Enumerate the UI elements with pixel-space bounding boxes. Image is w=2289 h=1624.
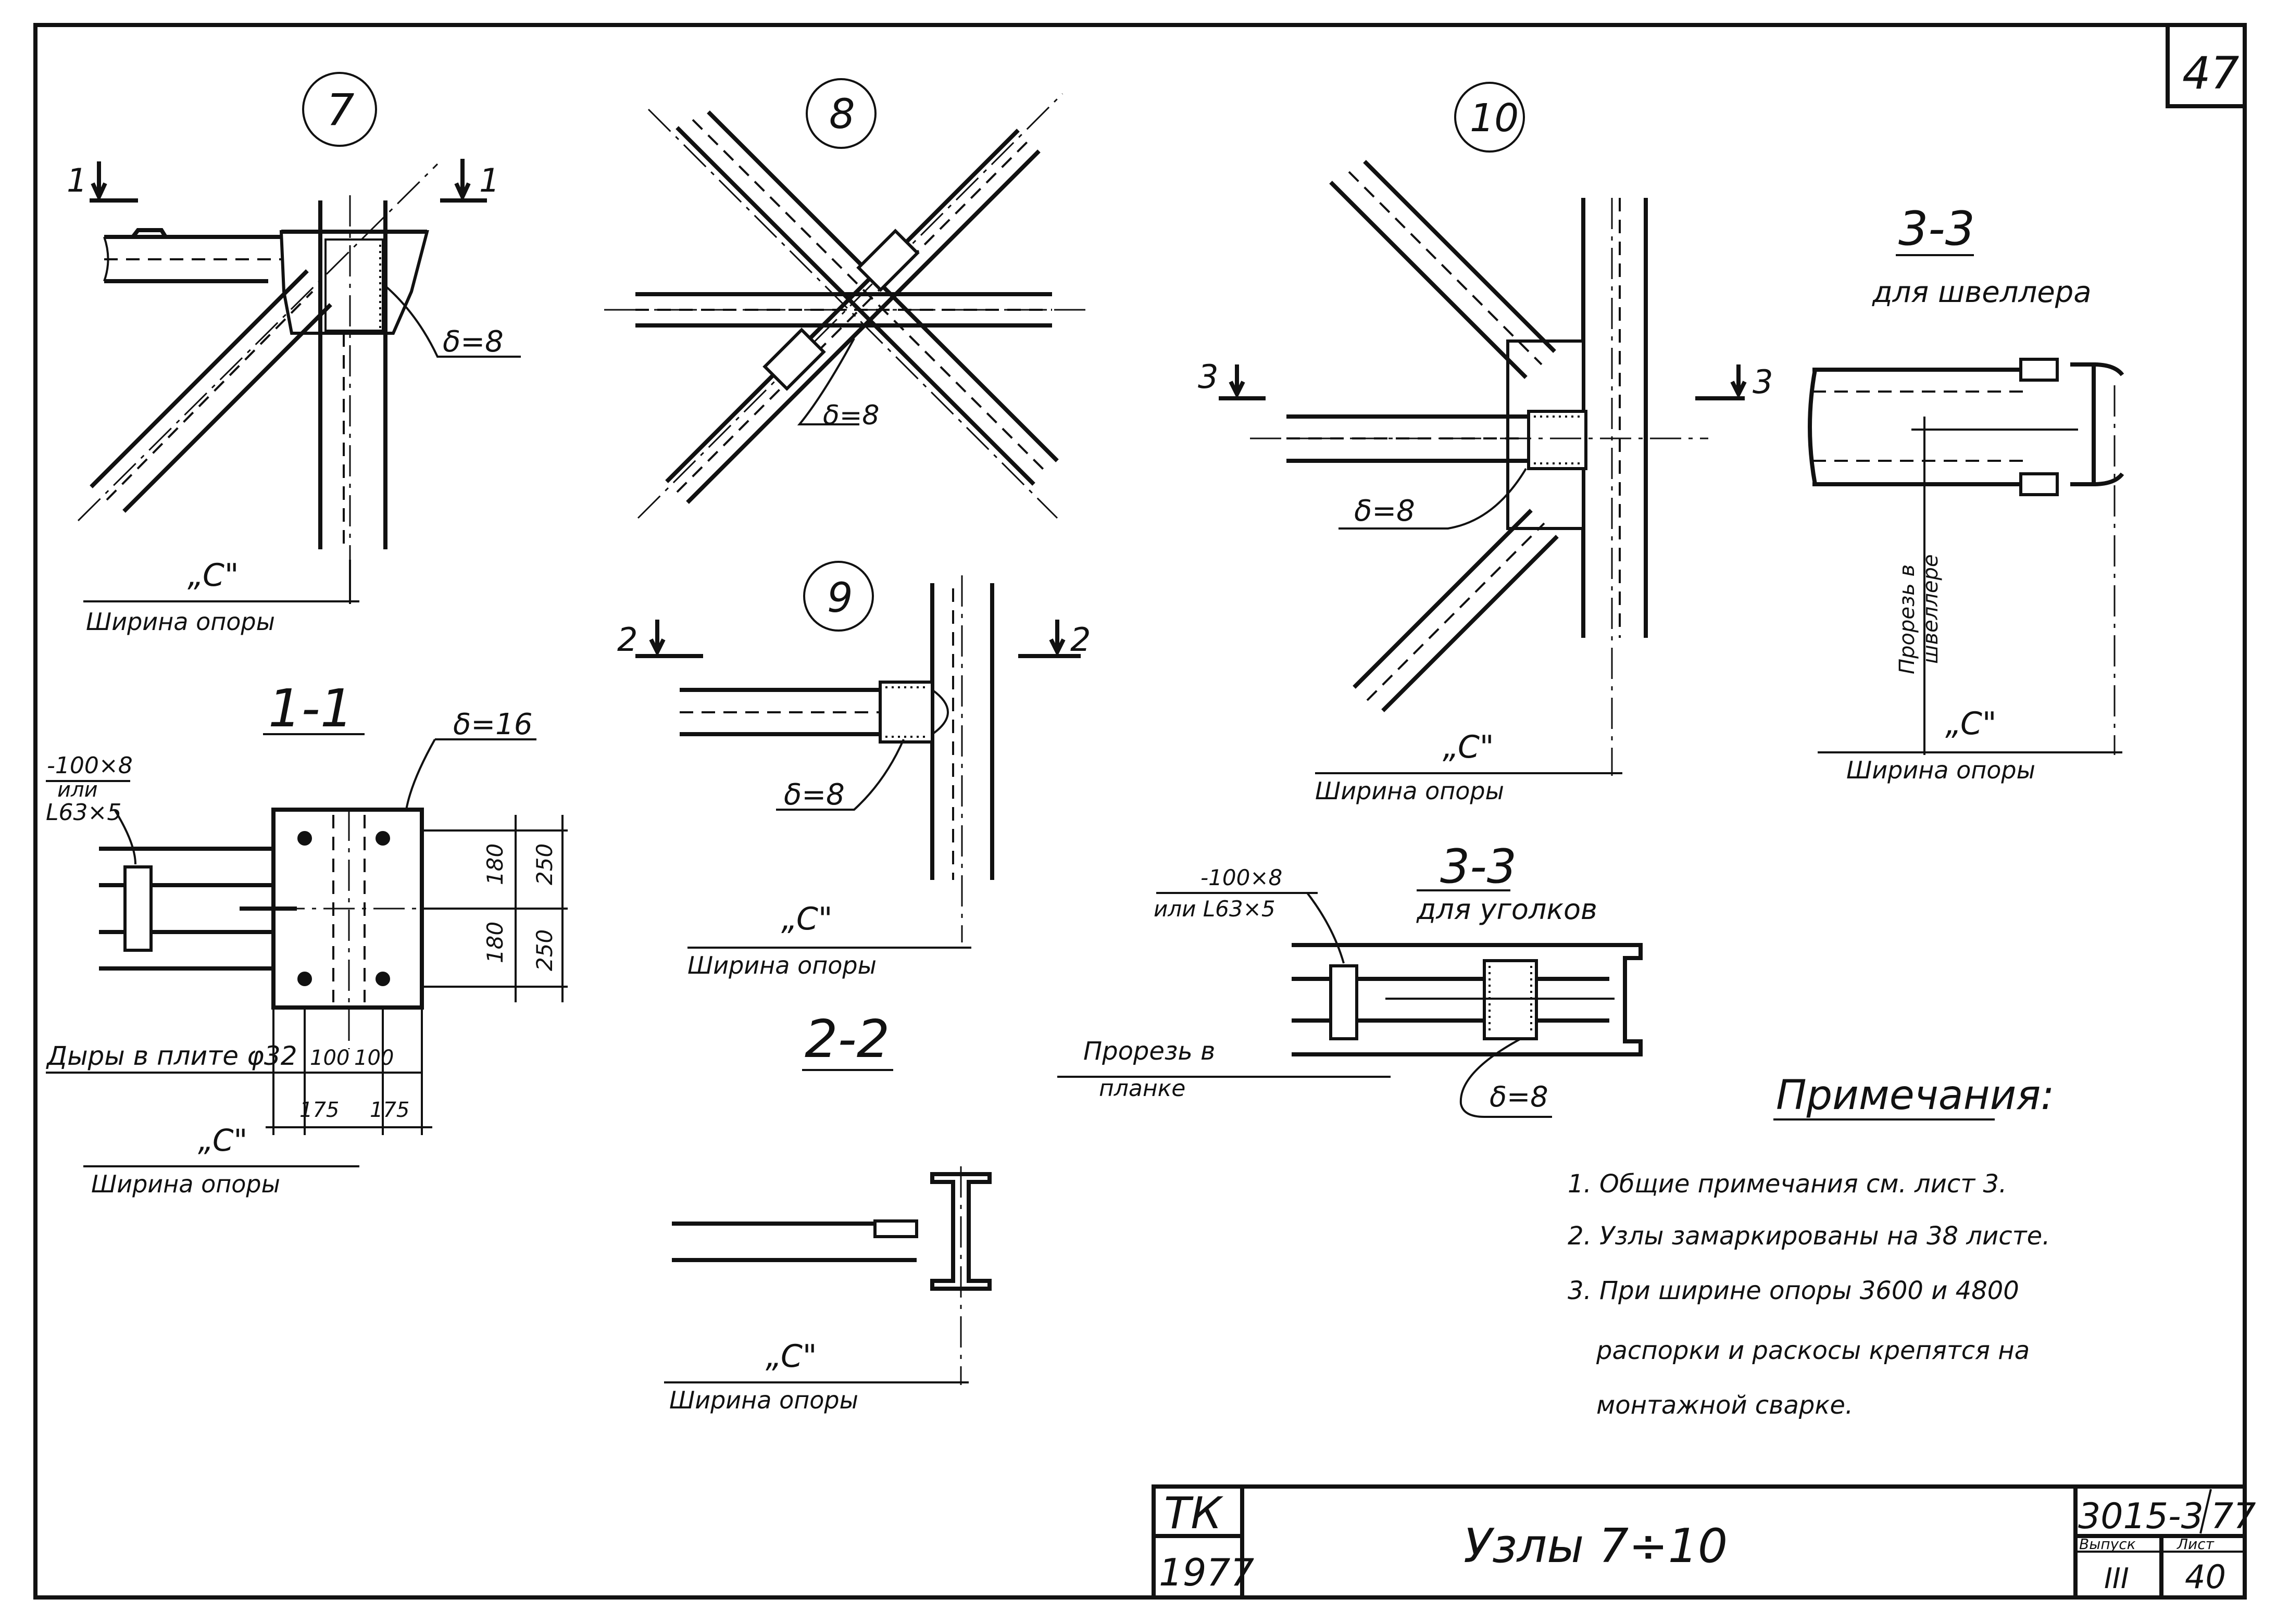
dim-180-top: 180 [482,844,508,885]
note-item-2: 2. Узлы замаркированы на 38 листе. [1568,1222,2050,1251]
node-8-weld-label: δ=8 [823,400,879,431]
section-mark-1-left: 1 [67,161,138,203]
title-block-issue: III [2104,1562,2129,1595]
notes-title: Примечания: [1776,1072,2054,1119]
section-3-3-angles-title: 3-3 [1440,839,1517,894]
section-1-1-title: 1-1 [268,678,353,739]
node-7: 7 1 1 [67,72,521,636]
title-block-series-year: 77 [2211,1496,2256,1537]
section-mark-2-left: 2 [617,620,703,659]
note-item-3: 3. При ширине опоры 3600 и 4800 [1568,1276,2019,1305]
node-9: 9 2 2 δ=8 „C" Ширина опоры [617,561,1091,979]
sheet-number-box [2166,23,2247,108]
node-10-circle [1454,82,1525,153]
node-7-weld-label: δ=8 [443,325,504,359]
node-7-label: 7 [327,84,354,135]
node-10-label: 10 [1470,96,1519,141]
title-block: ТК 1977 Узлы 7÷10 3015-3 77 Выпуск Лист … [1152,1484,2256,1600]
section-1-1-plate-thickness: δ=16 [453,708,532,741]
node-9-label: 9 [827,575,853,622]
section-1-1-member-a: -100×8 [47,752,133,779]
plate-hole [376,831,390,846]
node-8-label: 8 [829,91,855,138]
node-7-c-mark: „C" [187,557,239,594]
section-3-3-channel-slot-note-2: швеллере [1919,554,1943,664]
sheet-number: 47 [2182,47,2239,99]
section-3-3-channel-c-mark: „C" [1945,706,1996,742]
dim-175-a: 175 [299,1098,339,1122]
section-3-3-angles-subtitle: для уголков [1416,893,1597,926]
section-mark-2-right: 2 [1018,620,1091,659]
svg-text:3: 3 [1753,363,1773,401]
node-10: 10 3 3 [1198,82,1773,805]
section-3-3-angles-weld: δ=8 [1490,1080,1548,1113]
node-7-support-width: Ширина опоры [86,608,275,636]
section-mark-3-right: 3 [1695,363,1773,401]
dim-175-b: 175 [370,1098,409,1122]
node-7-circle [302,72,377,147]
dim-180-bottom: 180 [482,922,508,963]
title-block-title: Узлы 7÷10 [1464,1519,1728,1573]
svg-text:1: 1 [479,161,499,199]
node-9-weld-label: δ=8 [784,778,845,812]
node-9-support-width: Ширина опоры [687,951,877,979]
node-10-weld-label: δ=8 [1354,494,1415,528]
section-mark-3-left: 3 [1198,358,1266,400]
section-1-1-member-b: L63×5 [46,799,121,826]
node-10-support-width: Ширина опоры [1315,777,1504,805]
title-block-series: 3015-3 [2078,1496,2204,1537]
svg-text:2: 2 [617,621,637,659]
section-3-3-channel-support-width: Ширина опоры [1846,756,2035,784]
node-9-c-mark: „C" [781,901,832,937]
sheet-border [33,23,2247,1600]
svg-text:3: 3 [1198,358,1218,396]
section-3-3-channel-title: 3-3 [1898,202,1975,256]
section-2-2: 2-2 „C" Ширина опоры [664,1009,992,1414]
section-1-1-support-width: Ширина опоры [91,1170,280,1198]
title-block-org: ТК [1164,1488,1223,1539]
title-block-sheet-label: Лист [2177,1535,2215,1553]
dim-100-b: 100 [354,1046,394,1070]
node-10-c-mark: „C" [1443,729,1494,765]
node-9-circle [803,561,874,632]
section-1-1: 1-1 δ=16 -100×8 или L63×5 180 1 [46,678,568,1198]
holes-note: Дыры в плите φ32 [46,1041,297,1071]
section-3-3-angles-slot-note-1: Прорезь в [1083,1037,1215,1066]
section-3-3-channel-subtitle: для швеллера [1872,275,2092,309]
note-item-5: монтажной сварке. [1596,1391,1853,1420]
section-3-3-angles: 3-3 для уголков -100×8 или L63×5 Прорезь… [1057,839,1643,1118]
section-3-3-angles-member-b: или L63×5 [1154,896,1275,922]
section-2-2-title: 2-2 [805,1009,890,1069]
node-8: 8 δ=8 [604,78,1086,519]
section-3-3-channel: 3-3 для швеллера Прорезь в швеллере „C" … [1808,202,2124,784]
svg-text:1: 1 [67,161,87,199]
note-item-4: распорки и раскосы крепятся на [1596,1336,2030,1365]
dim-250-top: 250 [532,844,557,885]
plate-hole [297,972,312,986]
title-block-issue-label: Выпуск [2079,1535,2136,1553]
title-block-year: 1977 [1159,1551,1254,1594]
section-2-2-support-width: Ширина опоры [669,1386,858,1414]
section-1-1-c-mark: „C" [198,1123,247,1158]
dim-250-bottom: 250 [532,929,557,971]
section-mark-1-right: 1 [440,159,499,203]
title-block-sheet: 40 [2185,1558,2226,1596]
svg-text:2: 2 [1070,621,1091,659]
notes: Примечания: 1. Общие примечания см. лист… [1568,1072,2054,1420]
section-3-3-channel-slot-note-1: Прорезь в [1895,564,1919,674]
node-8-circle [806,78,877,149]
section-3-3-angles-slot-note-2: планке [1099,1075,1185,1102]
section-2-2-c-mark: „C" [766,1338,817,1375]
section-3-3-angles-member-a: -100×8 [1200,865,1282,890]
note-item-1: 1. Общие примечания см. лист 3. [1568,1169,2007,1199]
dim-100-a: 100 [310,1046,349,1070]
plate-hole [376,972,390,986]
plate-hole [297,831,312,846]
